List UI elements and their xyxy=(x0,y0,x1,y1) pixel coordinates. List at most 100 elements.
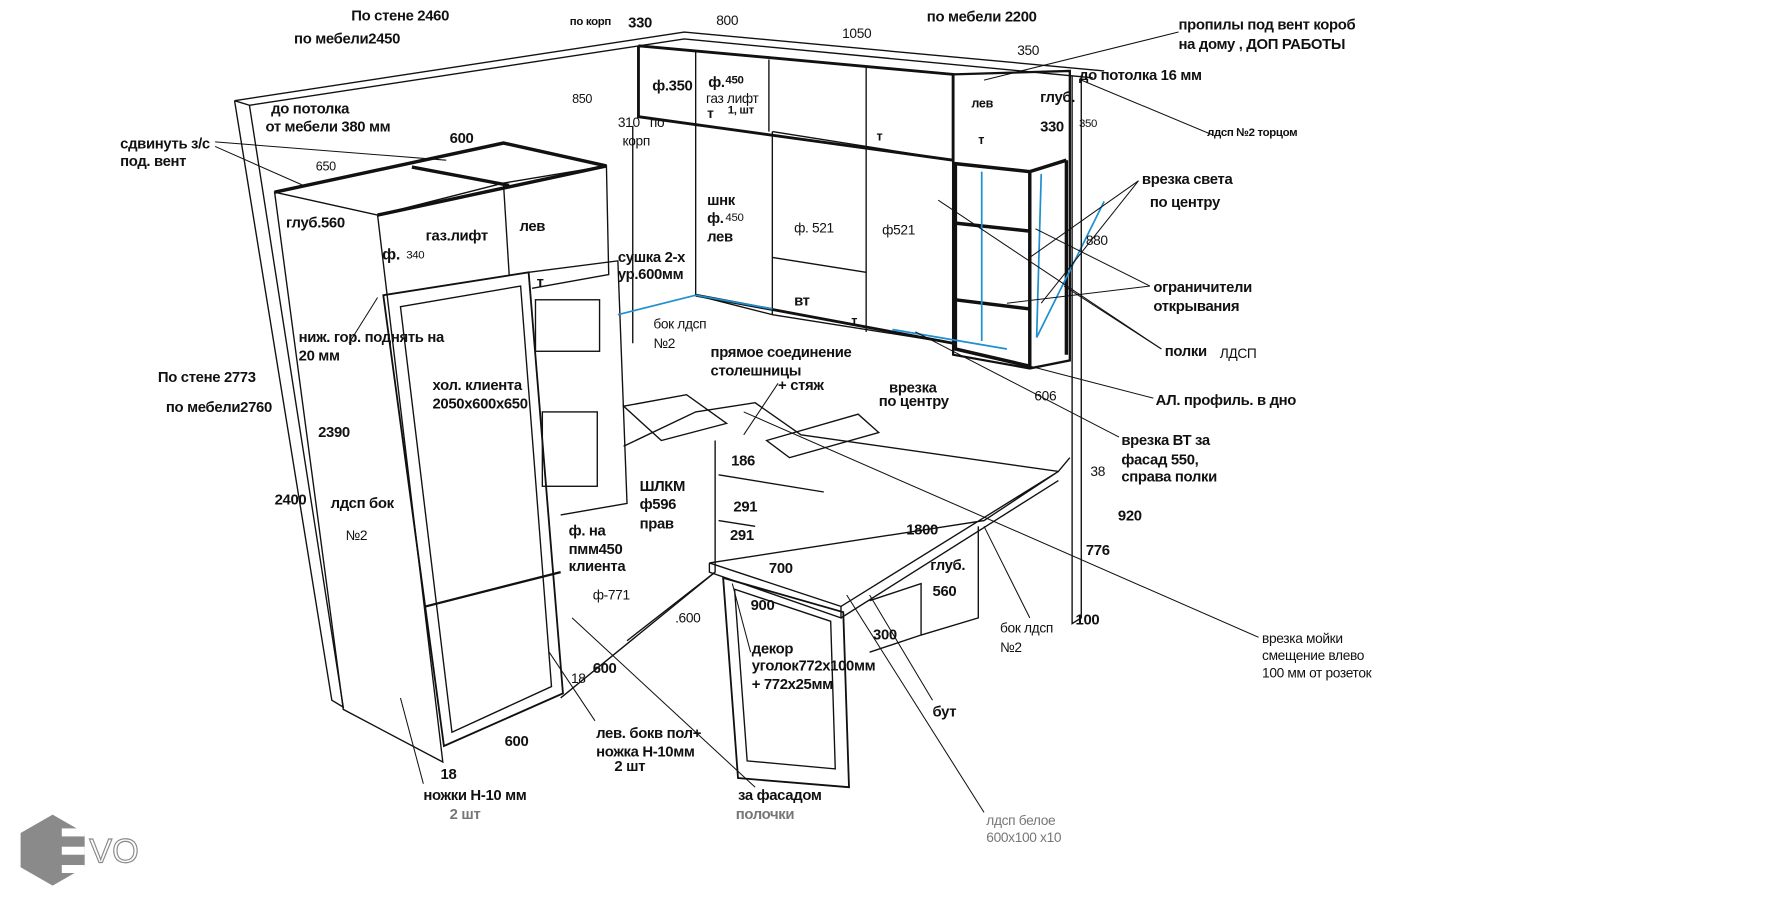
label-wall-2773: По стене 2773 xyxy=(157,368,256,386)
label-fridge-2: 2050х600х650 xyxy=(432,394,529,412)
label-dim-2400: 2400 xyxy=(274,490,307,509)
label-light-cut-1: врезка света xyxy=(1141,170,1233,188)
label-behind-facade-2: полочки xyxy=(735,805,795,823)
label-facade-450-top: 450 xyxy=(725,74,744,87)
label-hob-cut-2: по центру xyxy=(878,392,949,410)
countertop xyxy=(623,402,1071,473)
label-lower-raise-1: ниж. гор. поднять на xyxy=(298,328,445,346)
label-to-ceiling-2: от мебели 380 мм xyxy=(265,117,391,136)
label-sink-cut-1: врезка мойки xyxy=(1262,630,1343,647)
label-depth-560-left: глуб.560 xyxy=(286,213,345,232)
upper-back-cabinets xyxy=(637,44,955,162)
label-po-korp-top: по корп xyxy=(569,16,611,29)
label-dim-340: 340 xyxy=(406,249,425,263)
label-vent-cuts-2: на дому , ДОП РАБОТЫ xyxy=(1178,35,1346,53)
label-dim-600-top: 600 xyxy=(449,129,474,147)
label-move-2: под. вент xyxy=(120,152,187,170)
label-gas-lift-left: газ.лифт xyxy=(425,226,488,244)
label-dim-186: 186 xyxy=(731,451,755,470)
label-t-mark-2: т xyxy=(876,130,883,145)
label-decor-2: уголок772х100мм xyxy=(751,656,876,674)
left-side-panel xyxy=(273,191,444,764)
label-t-mark-3: т xyxy=(978,133,985,148)
label-light-cut-2: по центру xyxy=(1149,193,1220,211)
right-wall xyxy=(1071,75,1082,625)
label-dim-920: 920 xyxy=(1117,506,1142,525)
label-shnk-lev: лев xyxy=(707,227,733,245)
label-wall-top-2460: По стене 2460 xyxy=(351,6,450,25)
label-furniture-2760: по мебели2760 xyxy=(165,398,272,416)
label-dim-18-mid: 18 xyxy=(570,670,586,687)
label-sink-cut-2: смещение влево xyxy=(1262,647,1365,664)
label-po-mid: по xyxy=(649,114,665,131)
label-to-ceiling-16: до потолка 16 мм xyxy=(1078,66,1202,84)
label-dim-880: 880 xyxy=(1085,232,1108,249)
label-lev-right-top: лев xyxy=(971,97,993,111)
label-shelves: полки xyxy=(1164,342,1207,360)
label-ldsp-white-1: лдсп белое xyxy=(986,812,1056,829)
label-depth-right-2: 560 xyxy=(932,582,957,600)
wall-top-edge xyxy=(234,31,1105,102)
label-facade-350: ф.350 xyxy=(652,76,693,94)
label-vt: вт xyxy=(794,291,810,309)
sink xyxy=(622,394,729,442)
label-sink-cut-3: 100 мм от розеток xyxy=(1262,664,1372,681)
label-dim-600-floor: .600 xyxy=(675,609,701,626)
label-decor-3: + 772х25мм xyxy=(751,675,833,693)
label-dryer-2: ур.600мм xyxy=(617,265,684,283)
label-facade-521-b: ф521 xyxy=(882,221,916,238)
label-dim-291-b: 291 xyxy=(729,526,754,544)
label-dim-100: 100 xyxy=(1075,611,1100,629)
label-dim-800: 800 xyxy=(716,12,739,29)
label-dim-330-right: 330 xyxy=(1040,117,1064,136)
label-countertop-join-2: столешницы xyxy=(710,361,802,379)
label-dim-18-bottom: 18 xyxy=(440,765,457,783)
label-dim-1800: 1800 xyxy=(906,520,938,538)
wall-top-inner xyxy=(249,38,1093,106)
label-dim-850: 850 xyxy=(572,92,593,107)
label-dim-650: 650 xyxy=(315,160,336,174)
open-shelves xyxy=(953,161,1032,369)
evo-logo: VO xyxy=(20,814,139,886)
label-al-profile: АЛ. профиль. в дно xyxy=(1155,391,1297,409)
label-dim-606: 606 xyxy=(1034,387,1057,404)
table-leg xyxy=(722,576,850,789)
label-korp-mid: корп xyxy=(622,132,650,149)
hob xyxy=(765,413,881,459)
label-but: бут xyxy=(932,702,957,720)
label-behind-facade-1: за фасадом xyxy=(738,786,822,804)
label-furniture-top-2450: по мебели2450 xyxy=(294,29,401,47)
oven-column xyxy=(528,260,628,516)
label-t-mark-4: т xyxy=(536,273,544,291)
label-left-side-1: лев. бокв пол+ xyxy=(596,724,702,742)
label-t-mark-5: т xyxy=(851,314,858,329)
label-dim-330-top: 330 xyxy=(628,13,652,31)
label-left-side-2: ножка Н-10мм xyxy=(596,742,695,760)
label-side-ldsp-1: бок лдсп xyxy=(653,315,707,332)
label-gas-lift-1: газ лифт xyxy=(705,90,759,107)
label-gas-lift-count: 1, шт xyxy=(727,104,754,117)
label-shelves-ldsp: ЛДСП xyxy=(1219,345,1257,362)
label-glub-right: глуб. xyxy=(1040,88,1076,106)
label-vt-cut-1: врезка ВТ за xyxy=(1121,431,1210,449)
label-dim-350-right: 350 xyxy=(1078,117,1098,131)
label-dim-2390: 2390 xyxy=(318,423,350,441)
label-shnk-450: 450 xyxy=(725,211,744,225)
label-limiters-2: открывания xyxy=(1153,297,1240,315)
label-hob-cut-1: врезка xyxy=(889,378,937,396)
label-shlkm-1: ШЛКМ xyxy=(639,477,686,495)
label-fridge-1: хол. клиента xyxy=(432,376,523,394)
label-shnk-f: ф. xyxy=(707,209,724,227)
label-dim-900: 900 xyxy=(750,596,775,614)
label-dim-300: 300 xyxy=(873,625,897,644)
label-to-ceiling-1: до потолка xyxy=(271,99,350,117)
label-dim-776: 776 xyxy=(1085,541,1110,559)
label-dim-700: 700 xyxy=(768,559,793,577)
label-legs-2: 2 шт xyxy=(449,805,481,823)
label-vt-cut-3: справа полки xyxy=(1121,467,1217,486)
label-countertop-join-1: прямое соединение xyxy=(710,343,852,361)
label-decor-1: декор xyxy=(751,639,794,657)
label-ldsp-side-2: №2 xyxy=(345,527,368,544)
label-dryer-1: сушка 2-х xyxy=(617,248,686,266)
fridge xyxy=(382,271,564,748)
